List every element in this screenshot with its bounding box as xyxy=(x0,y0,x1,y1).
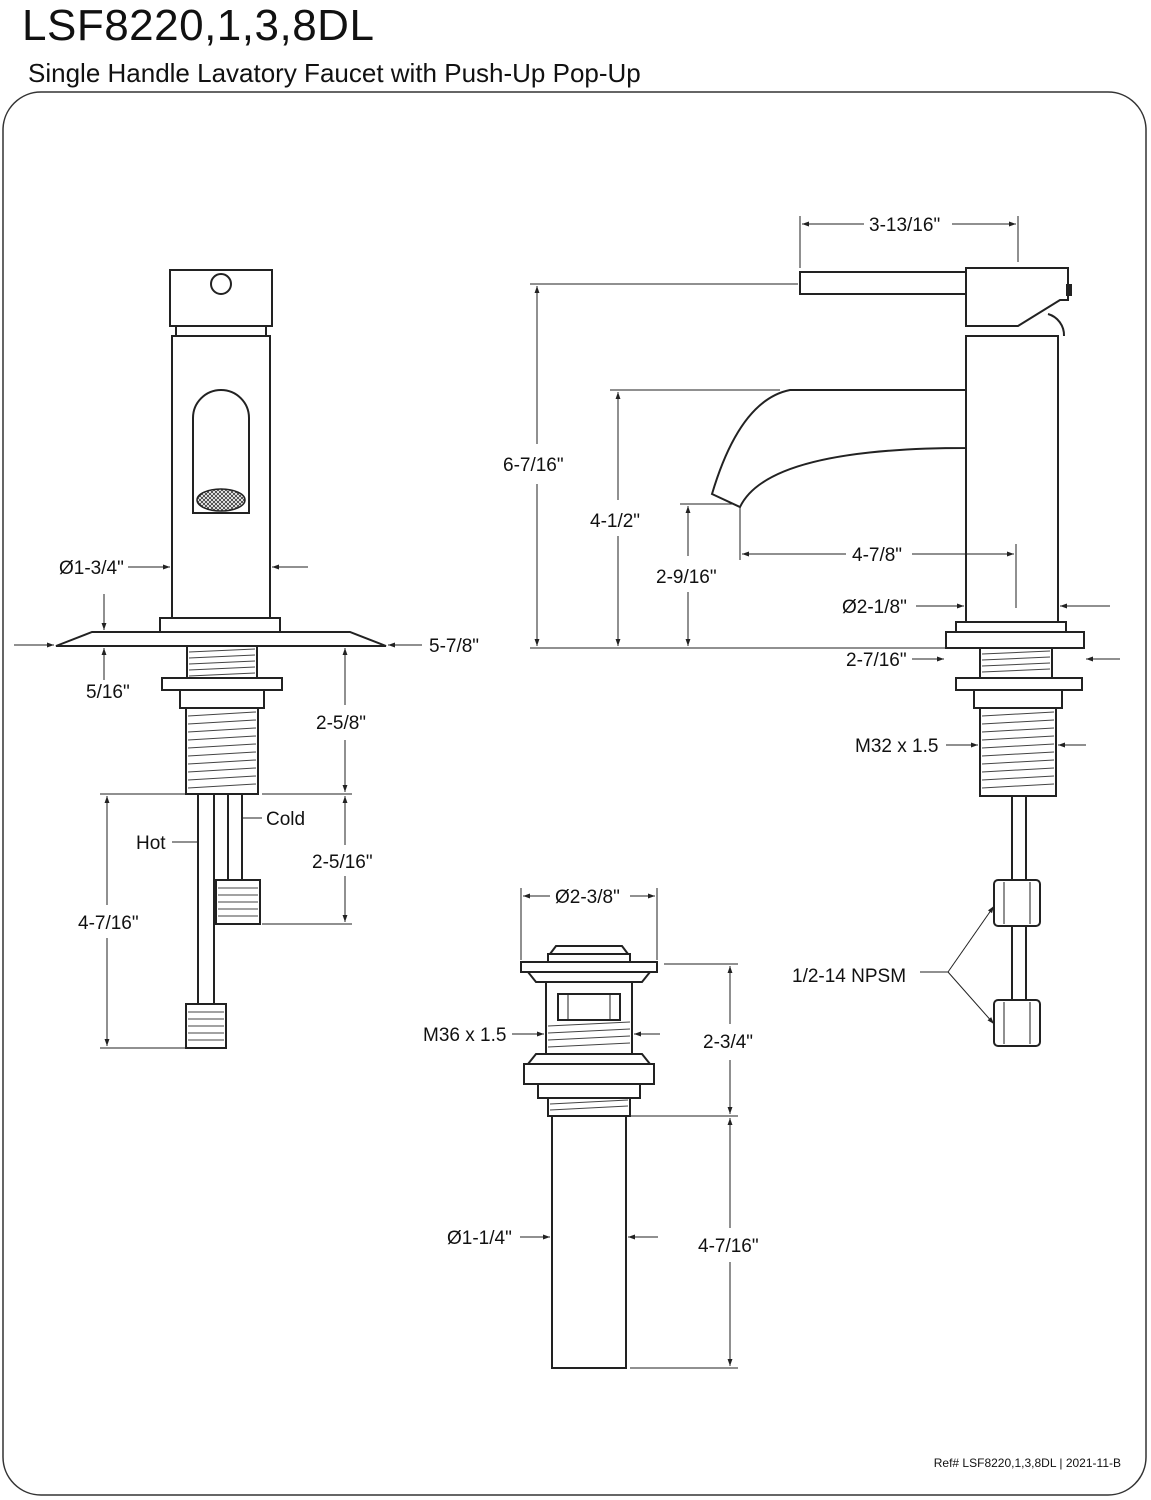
shank-thread-label: M32 x 1.5 xyxy=(855,736,938,757)
drain-view: Ø2-3/8" M36 x 1.5 2-3/4" Ø1-1/4" 4-7/16" xyxy=(423,887,759,1369)
hot-supply-length-label: 4-7/16" xyxy=(78,913,139,934)
front-view: Ø1-3/4" 5/16" 5-7/8" 2-5/8" Cold Hot 2-5… xyxy=(14,269,479,1049)
front-base-width-label: 5-7/8" xyxy=(429,636,479,657)
drain-body-height-label: 2-3/4" xyxy=(703,1032,753,1053)
tailpiece-length-label: 4-7/16" xyxy=(698,1236,759,1257)
side-base-diameter-label: 2-7/16" xyxy=(846,650,907,671)
spout-height-label: 4-1/2" xyxy=(590,511,640,532)
aerator-height-label: 2-9/16" xyxy=(656,567,717,588)
front-shank-length-label: 2-5/8" xyxy=(316,713,366,734)
flange-diameter-label: Ø2-3/8" xyxy=(555,887,620,908)
handle-reach-label: 3-13/16" xyxy=(869,215,940,236)
tailpiece-diameter-label: Ø1-1/4" xyxy=(447,1228,512,1249)
side-view: 3-13/16" 6-7/16" 4-1/2" 2-9/16" 4-7/8" Ø… xyxy=(503,215,1120,1047)
model-number: LSF8220,1,3,8DL xyxy=(22,1,375,50)
side-body-diameter-label: Ø2-1/8" xyxy=(842,597,907,618)
hot-supply-label: Hot xyxy=(136,833,166,854)
supply-thread-label: 1/2-14 NPSM xyxy=(792,966,906,987)
product-description: Single Handle Lavatory Faucet with Push-… xyxy=(28,58,641,88)
drain-thread-label: M36 x 1.5 xyxy=(423,1025,506,1046)
drawing-border xyxy=(2,91,1147,1496)
spout-reach-label: 4-7/8" xyxy=(852,545,902,566)
front-body-diameter-label: Ø1-3/4" xyxy=(59,558,124,579)
front-base-thickness-label: 5/16" xyxy=(86,682,130,703)
reference-note: Ref# LSF8220,1,3,8DL | 2021-11-B xyxy=(934,1456,1121,1470)
overall-height-label: 6-7/16" xyxy=(503,455,564,476)
cold-supply-length-label: 2-5/16" xyxy=(312,852,373,873)
cold-supply-label: Cold xyxy=(266,809,305,830)
